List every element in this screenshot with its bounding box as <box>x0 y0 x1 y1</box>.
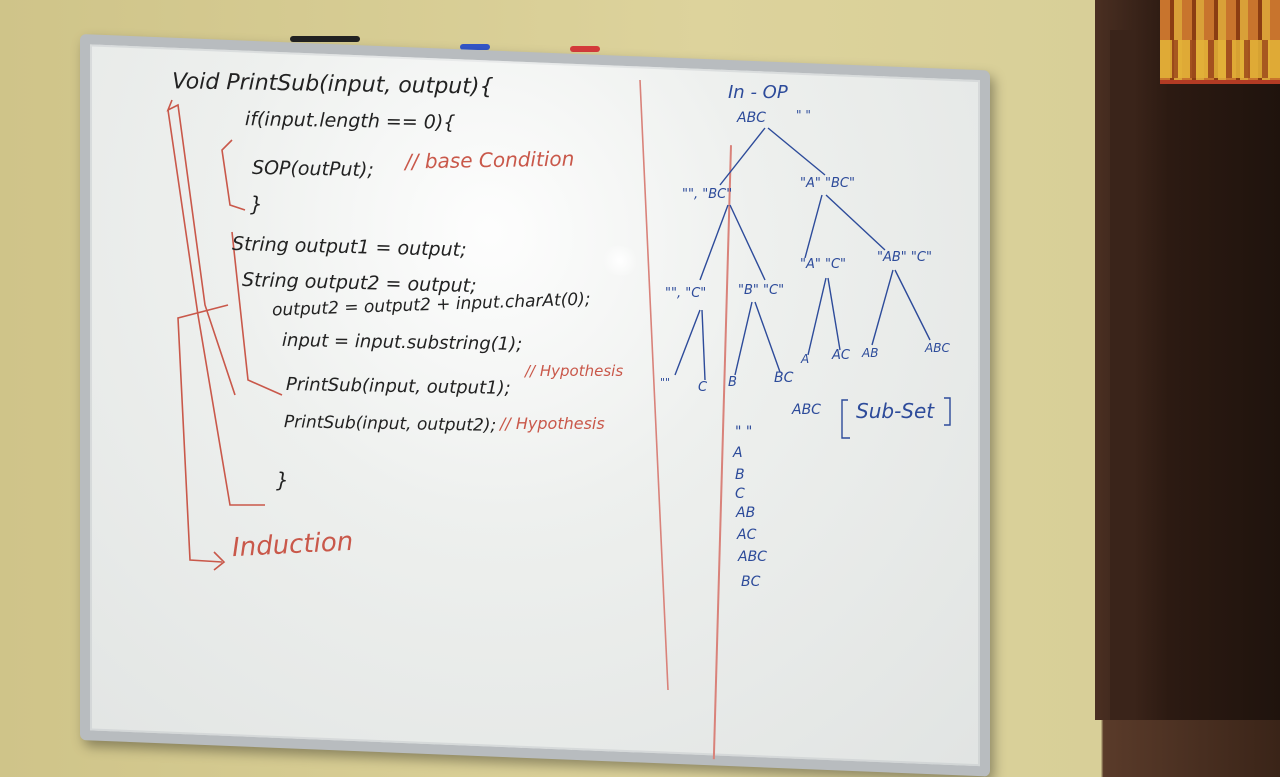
door-frame <box>1110 30 1135 720</box>
marker-black <box>290 36 360 42</box>
tree-node-l2-c: "A" "C" <box>800 257 847 272</box>
tree-node-l2-a: "", "C" <box>665 286 707 301</box>
decorative-garland-lower <box>1160 40 1280 78</box>
tree-header: In - OP <box>728 82 788 103</box>
tree-root-output: " " <box>796 108 811 122</box>
annotation-base-condition: // base Condition <box>404 146 575 174</box>
marker-red <box>570 46 600 52</box>
code-line-close-fn: } <box>276 468 289 492</box>
tree-leaf: B <box>728 375 737 390</box>
subset-item: C <box>735 486 745 502</box>
tree-node-l1-right: "A" "BC" <box>800 176 855 191</box>
tree-node-l2-d: "AB" "C" <box>877 250 932 265</box>
tree-leaf: AB <box>862 346 879 360</box>
subset-item: ABC <box>738 549 767 565</box>
subset-item: " " <box>735 424 753 440</box>
subset-prefix: ABC <box>792 402 821 418</box>
tree-leaf: ABC <box>925 341 950 355</box>
tree-leaf: AC <box>832 348 850 363</box>
tree-leaf: BC <box>774 370 794 386</box>
code-line-substring: input = input.substring(1); <box>281 329 523 356</box>
code-line-print: SOP(outPut); <box>251 156 374 182</box>
annotation-hypothesis-2: // Hypothesis <box>500 414 605 433</box>
code-line-recurse2: PrintSub(input, output2); <box>283 412 497 436</box>
code-line-recurse1: PrintSub(input, output1); <box>285 374 511 399</box>
subset-item: BC <box>741 574 761 590</box>
ink-strokes <box>166 79 951 691</box>
marker-blue <box>460 44 490 50</box>
annotation-induction: Induction <box>231 526 354 564</box>
subset-item: AB <box>736 505 756 521</box>
tree-root-input: ABC <box>737 110 766 126</box>
tree-leaf: "" <box>660 376 671 389</box>
subset-item: AC <box>737 527 757 543</box>
tree-node-l1-left: "", "BC" <box>682 187 733 202</box>
subset-item: B <box>735 467 745 483</box>
subset-item: A <box>733 445 743 461</box>
code-line-close-if: } <box>250 192 263 216</box>
annotation-hypothesis-1: // Hypothesis <box>525 362 624 380</box>
tree-node-l2-b: "B" "C" <box>738 283 785 298</box>
tree-leaf: C <box>698 380 708 395</box>
code-line-if: if(input.length == 0){ <box>244 108 456 134</box>
tree-leaf: A <box>801 352 810 366</box>
subset-word: Sub-Set <box>856 399 935 423</box>
